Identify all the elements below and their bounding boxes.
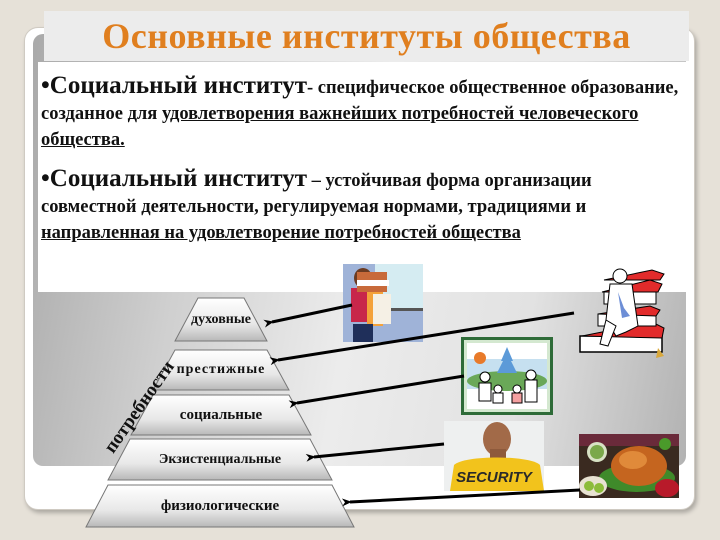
security-guard-image: SECURITY [444,421,544,491]
pyramid-label-spiritual: духовные [191,311,251,327]
slide-title: Основные институты общества [102,16,631,56]
pyramid-level-physiological: физиологические [85,484,355,528]
definition-1-term: Социальный институт [49,72,307,99]
pyramid-label-physiological: физиологические [160,497,280,514]
definition-2: •Социальный институт – устойчивая форма … [41,166,686,246]
definition-1-underlined: удовлетворения важнейших потребностей че… [41,104,639,150]
roast-turkey-feast-image [579,434,679,498]
woman-carrying-books-image [343,264,423,342]
definition-2-term: Социальный институт [49,165,307,192]
professor-on-books-image [572,266,672,358]
definitions-panel [38,62,688,292]
title-bar: Основные институты общества [44,11,689,61]
trapezoid-shape [107,438,333,481]
pyramid-label-prestige: престижные [176,362,266,377]
definition-1-text: - специфическое общественное образование… [41,78,679,124]
pyramid-label-existential: Экзистенциальные [158,451,282,467]
trapezoid-shape [174,297,268,342]
security-text: SECURITY [456,469,534,486]
pyramid-level-existential: Экзистенциальные [107,438,333,481]
pyramid-label-social: социальные [179,406,263,423]
definition-1-bullet: • [41,72,50,99]
pyramid-level-prestige: престижные [152,349,290,391]
definition-2-underlined: направленная на удовлетворение потребнос… [41,223,521,243]
pyramid-level-social: социальные [130,394,312,436]
definition-2-bullet: • [41,165,50,192]
trapezoid-shape [152,349,290,391]
trapezoid-shape [130,394,312,436]
definition-1: •Социальный институт- специфическое обще… [41,73,686,153]
family-picture-image [461,337,553,415]
trapezoid-shape [85,484,355,528]
definition-2-text: – устойчивая форма организации совместно… [41,171,592,217]
pyramid-level-spiritual: духовные [174,297,268,342]
